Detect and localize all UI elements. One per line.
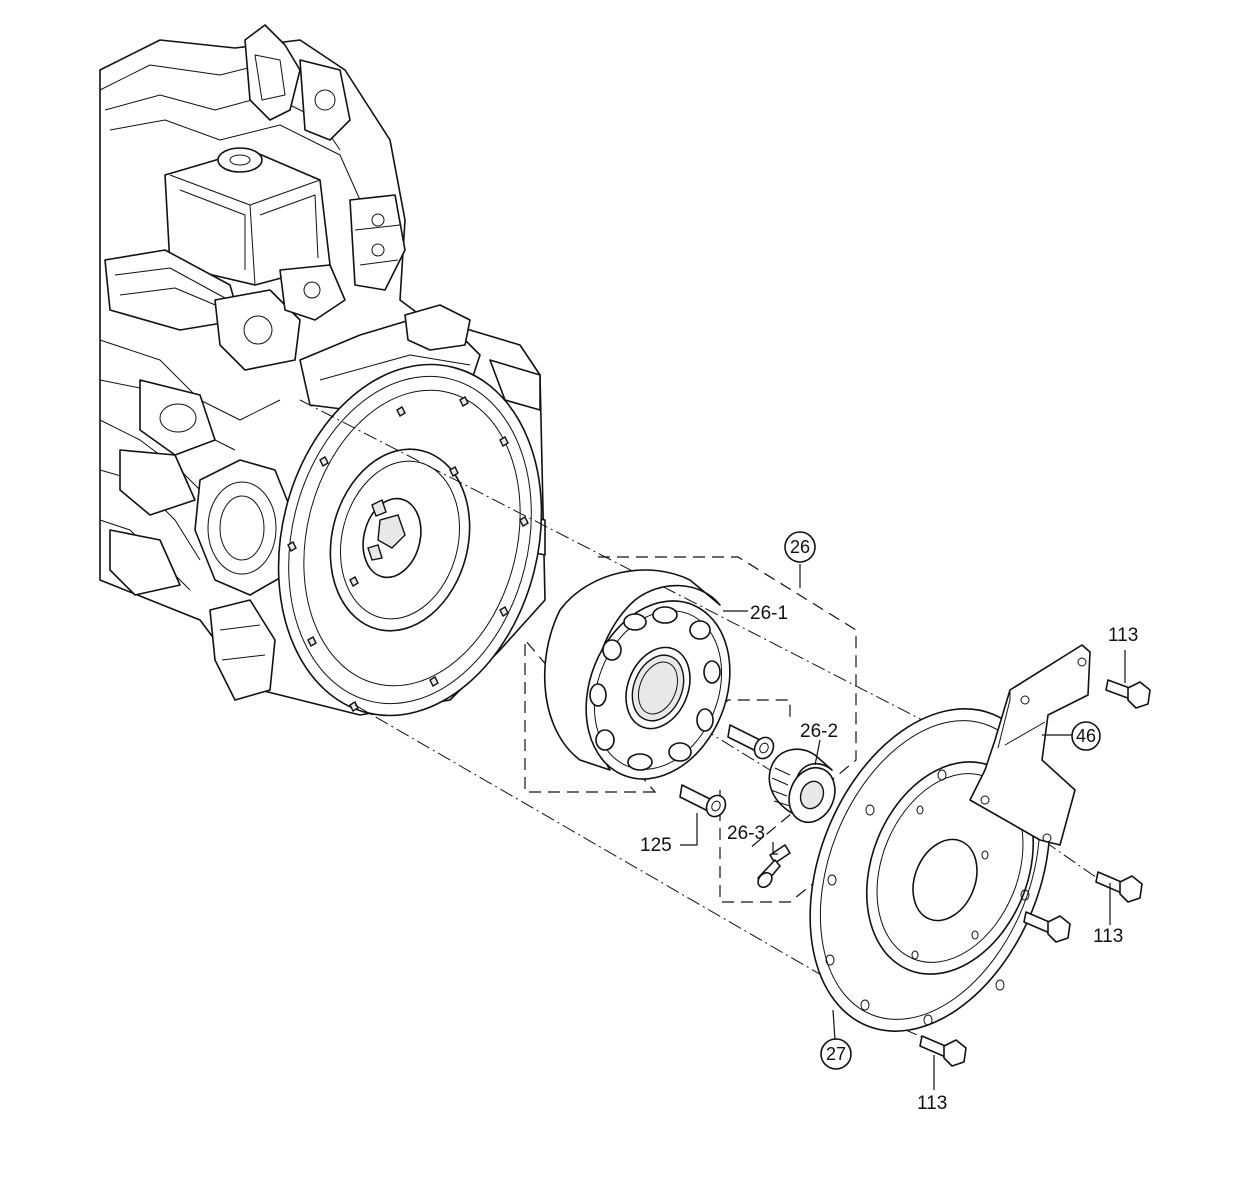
callout-circle-26 [784, 531, 816, 563]
callout-26-1: 26-1 [750, 603, 788, 624]
hub-26-2 [768, 748, 836, 824]
callout-26-3: 26-3 [727, 823, 765, 844]
callout-26: 26 [790, 537, 810, 557]
bracket-46 [969, 644, 1091, 846]
hex-bolt-113-right [1095, 871, 1143, 903]
cap-screw-125 [679, 784, 727, 818]
callout-circle-27 [820, 1038, 852, 1070]
cap-screw-26-1 [727, 724, 775, 760]
callout-125: 125 [640, 835, 672, 856]
hex-bolt-113-top [1105, 679, 1151, 709]
screw-26-3 [757, 844, 791, 889]
callout-27: 27 [826, 1044, 846, 1064]
callout-113-right: 113 [1093, 926, 1123, 947]
callout-113-bottom: 113 [917, 1093, 947, 1114]
coupling-26-1 [543, 569, 731, 780]
callout-26-2: 26-2 [800, 721, 838, 742]
leader-lines [680, 564, 1126, 1090]
hex-bolt-113-bottom [919, 1035, 967, 1067]
callout-46: 46 [1076, 726, 1096, 746]
hex-bolt-113-middle [1023, 911, 1071, 943]
callout-circle-46 [1071, 721, 1101, 751]
callout-113-top: 113 [1108, 625, 1138, 646]
flywheel-housing [277, 363, 543, 717]
